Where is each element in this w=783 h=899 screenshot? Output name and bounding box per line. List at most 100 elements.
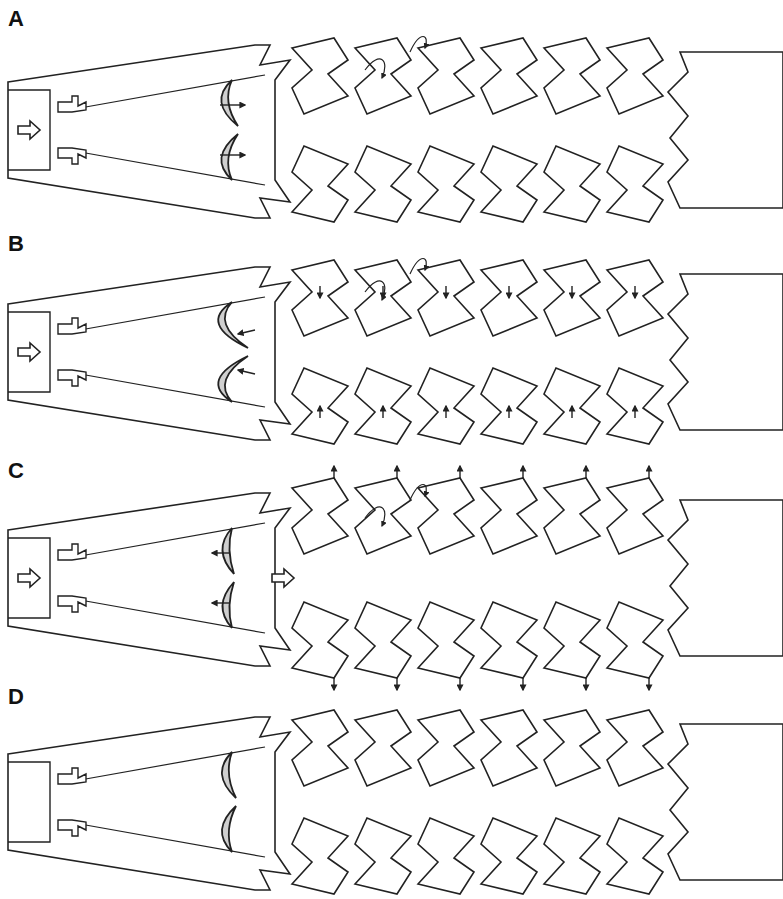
tentacle-symbol xyxy=(58,768,86,784)
body-segment xyxy=(355,602,411,678)
panel-letter: C xyxy=(8,460,24,482)
head-cap xyxy=(8,538,50,618)
body-segment xyxy=(292,478,348,554)
tail-segment xyxy=(668,500,783,656)
movement-arrow xyxy=(319,406,320,418)
movement-arrow xyxy=(212,552,230,553)
body-segment xyxy=(418,38,474,114)
panel-letter: A xyxy=(8,8,24,30)
movement-arrow xyxy=(585,678,586,690)
body-segment xyxy=(607,146,663,222)
body-segment xyxy=(544,368,600,444)
tail-segment xyxy=(668,274,783,430)
body-segment xyxy=(355,368,411,444)
lip-shape xyxy=(221,134,238,180)
tail-segment xyxy=(668,724,783,880)
body-segment xyxy=(481,368,537,444)
body-segment xyxy=(481,710,537,786)
movement-arrow xyxy=(396,678,397,690)
tail-segment xyxy=(668,52,783,208)
body-segment xyxy=(292,710,348,786)
body-segment xyxy=(355,38,411,114)
movement-arrow xyxy=(634,286,635,298)
body-segment xyxy=(607,602,663,678)
body-segment xyxy=(544,602,600,678)
movement-arrow xyxy=(333,678,334,690)
body-segment xyxy=(355,710,411,786)
head-cap xyxy=(8,90,50,170)
flow-arrow xyxy=(18,121,40,139)
tentacle-symbol xyxy=(58,96,86,112)
head-outline xyxy=(8,717,290,890)
movement-arrow xyxy=(508,406,509,418)
flow-arrow xyxy=(18,343,40,361)
movement-arrow xyxy=(522,466,523,478)
lip-shape xyxy=(222,806,236,852)
body-segment xyxy=(544,818,600,894)
tentacle-symbol xyxy=(58,148,86,164)
body-segment xyxy=(544,260,600,336)
body-segment xyxy=(355,260,411,336)
movement-arrow xyxy=(571,406,572,418)
lip-shape xyxy=(222,582,234,628)
head-cap xyxy=(8,312,50,392)
body-segment xyxy=(481,260,537,336)
movement-arrow xyxy=(648,466,649,478)
movement-arrow xyxy=(445,286,446,298)
panel-letter: D xyxy=(8,686,24,708)
panel-letter: B xyxy=(8,233,24,255)
movement-arrow xyxy=(445,406,446,418)
body-segment xyxy=(481,478,537,554)
movement-arrow xyxy=(382,406,383,418)
movement-arrow xyxy=(238,330,255,334)
movement-arrow xyxy=(459,466,460,478)
body-segment xyxy=(418,146,474,222)
body-segment xyxy=(544,146,600,222)
flow-arrow xyxy=(18,569,40,587)
body-segment xyxy=(481,146,537,222)
lip-shape xyxy=(218,302,248,348)
movement-arrow xyxy=(319,286,320,298)
body-segment xyxy=(544,710,600,786)
head-outline xyxy=(8,45,290,218)
body-segment xyxy=(481,818,537,894)
movement-arrow xyxy=(220,154,245,155)
body-segment xyxy=(292,260,348,336)
body-segment xyxy=(481,602,537,678)
lip-shape xyxy=(222,528,234,574)
body-segment xyxy=(292,146,348,222)
body-segment xyxy=(418,818,474,894)
body-segment xyxy=(607,368,663,444)
head-outline xyxy=(8,493,290,666)
body-segment xyxy=(544,478,600,554)
body-segment xyxy=(292,818,348,894)
body-panel xyxy=(8,37,783,223)
body-panel xyxy=(8,259,783,445)
body-segment xyxy=(544,38,600,114)
body-segment xyxy=(607,478,663,554)
lip-shape xyxy=(222,752,236,798)
movement-arrow xyxy=(585,466,586,478)
tentacle-symbol xyxy=(58,596,86,612)
movement-arrow xyxy=(212,602,230,603)
movement-arrow xyxy=(333,466,334,478)
movement-arrow xyxy=(634,406,635,418)
movement-arrow xyxy=(571,286,572,298)
body-segment xyxy=(418,710,474,786)
movement-arrow xyxy=(648,678,649,690)
flow-arrow xyxy=(272,569,294,587)
lip-shape xyxy=(221,80,238,126)
body-segment xyxy=(607,710,663,786)
body-panel xyxy=(8,466,783,690)
body-segment xyxy=(292,602,348,678)
tentacle-symbol xyxy=(58,370,86,386)
tentacle-symbol xyxy=(58,544,86,560)
movement-arrow xyxy=(220,104,245,105)
tentacle-symbol xyxy=(58,318,86,334)
body-segment xyxy=(355,478,411,554)
movement-arrow xyxy=(396,466,397,478)
body-segment xyxy=(607,260,663,336)
body-panel xyxy=(8,710,783,894)
